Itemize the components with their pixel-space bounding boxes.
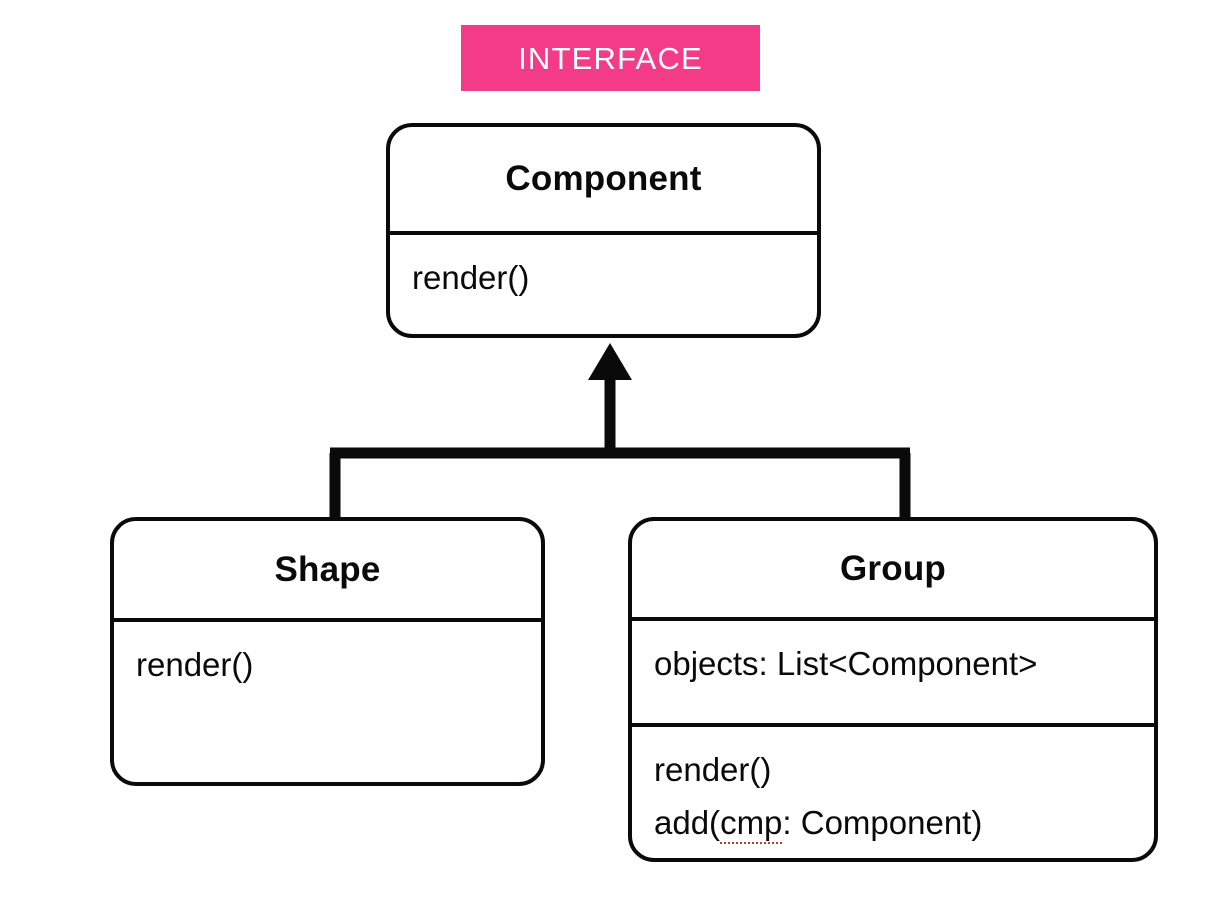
- class-title-shape: Shape: [274, 549, 381, 589]
- class-box-shape[interactable]: Shape render(): [110, 517, 545, 786]
- method-render: render(): [654, 751, 772, 788]
- method-add: add(cmp: Component): [654, 796, 1154, 849]
- method-add-prefix: add(: [654, 804, 721, 842]
- generalization-arrowhead: [588, 343, 632, 380]
- class-title-group: Group: [840, 549, 946, 588]
- class-methods-shape: render(): [114, 618, 541, 782]
- method-add-param-misspelled: cmp: [720, 804, 783, 845]
- class-methods-component: render(): [390, 231, 817, 334]
- class-box-group[interactable]: Group objects: List<Component> render() …: [628, 517, 1158, 862]
- class-title-component: Component: [505, 159, 702, 198]
- interface-stereotype-label: INTERFACE: [518, 40, 703, 76]
- class-attributes-group: objects: List<Component>: [632, 617, 1154, 723]
- generalization-connector: [329, 343, 911, 522]
- method-add-suffix: : Component): [782, 804, 983, 842]
- interface-stereotype-badge: INTERFACE: [461, 25, 760, 91]
- class-methods-group: render() add(cmp: Component): [632, 723, 1154, 858]
- method-render: render(): [412, 259, 530, 296]
- class-box-component[interactable]: Component render(): [386, 123, 821, 338]
- attribute-objects: objects: List<Component>: [654, 645, 1038, 682]
- method-render: render(): [136, 646, 254, 683]
